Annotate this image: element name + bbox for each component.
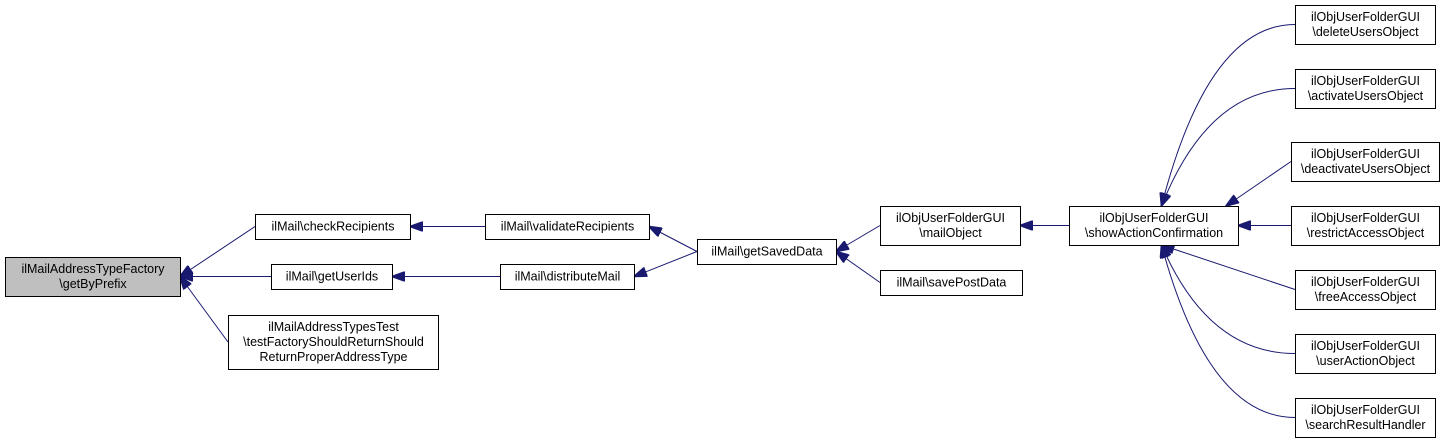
node-box-restrict-access-object [1291, 206, 1440, 246]
node-check-recipients[interactable]: ilMail\checkRecipients [255, 214, 411, 240]
node-box-save-post-data [880, 270, 1023, 296]
node-box-deactivate-users-object [1291, 142, 1440, 182]
edge-check-recipients-to-get-by-prefix [180, 226, 256, 277]
node-box-get-user-ids [271, 264, 393, 290]
node-get-by-prefix[interactable]: ilMailAddressTypeFactory\getByPrefix [5, 257, 181, 297]
edge-save-post-data-to-get-saved-data [836, 252, 881, 283]
node-box-get-saved-data [697, 239, 837, 265]
edge-activate-users-object-to-show-action-confirmation [1162, 88, 1296, 207]
node-test-factory[interactable]: ilMailAddressTypesTest\testFactoryShould… [228, 315, 439, 370]
node-box-free-access-object [1295, 270, 1436, 310]
node-label-distribute-mail-line-1: ilMail\distributeMail [515, 270, 621, 284]
edge-get-saved-data-to-distribute-mail [634, 251, 698, 277]
edge-deactivate-users-object-to-show-action-confirmation [1226, 161, 1292, 207]
node-distribute-mail[interactable]: ilMail\distributeMail [500, 264, 635, 290]
node-label-free-access-object-line-1: ilObjUserFolderGUI [1311, 275, 1420, 289]
node-box-activate-users-object [1295, 69, 1436, 109]
node-save-post-data[interactable]: ilMail\savePostData [880, 270, 1023, 296]
node-box-test-factory [228, 315, 439, 370]
node-label-delete-users-object-line-2: \deleteUsersObject [1312, 25, 1419, 39]
node-label-get-user-ids-line-1: ilMail\getUserIds [286, 270, 378, 284]
edge-free-access-object-to-show-action-confirmation [1162, 245, 1296, 290]
edge-get-saved-data-to-validate-recipients [649, 227, 698, 252]
node-label-mail-object-line-1: ilObjUserFolderGUI [896, 211, 1005, 225]
node-box-validate-recipients [485, 214, 650, 240]
edge-delete-users-object-to-show-action-confirmation [1162, 24, 1296, 207]
node-label-restrict-access-object-line-2: \restrictAccessObject [1307, 226, 1425, 240]
edge-test-factory-to-get-by-prefix [180, 277, 229, 343]
node-label-user-action-object-line-2: \userActionObject [1316, 354, 1415, 368]
node-validate-recipients[interactable]: ilMail\validateRecipients [485, 214, 650, 240]
node-label-free-access-object-line-2: \freeAccessObject [1315, 290, 1417, 304]
node-label-activate-users-object-line-2: \activateUsersObject [1308, 89, 1424, 103]
node-box-check-recipients [255, 214, 411, 240]
node-label-search-result-handler-line-1: ilObjUserFolderGUI [1311, 403, 1420, 417]
node-label-deactivate-users-object-line-1: ilObjUserFolderGUI [1311, 147, 1420, 161]
node-label-deactivate-users-object-line-2: \deactivateUsersObject [1301, 162, 1431, 176]
node-free-access-object[interactable]: ilObjUserFolderGUI\freeAccessObject [1295, 270, 1436, 310]
node-label-validate-recipients-line-1: ilMail\validateRecipients [501, 220, 634, 234]
node-label-show-action-confirmation-line-2: \showActionConfirmation [1085, 226, 1223, 240]
node-get-user-ids[interactable]: ilMail\getUserIds [271, 264, 393, 290]
node-box-search-result-handler [1295, 398, 1436, 438]
node-label-test-factory-line-3: ReturnProperAddressType [260, 350, 408, 364]
node-box-show-action-confirmation [1069, 206, 1239, 246]
node-box-user-action-object [1295, 334, 1436, 374]
edge-search-result-handler-to-show-action-confirmation [1162, 245, 1296, 418]
node-search-result-handler[interactable]: ilObjUserFolderGUI\searchResultHandler [1295, 398, 1436, 438]
node-label-get-by-prefix-line-1: ilMailAddressTypeFactory [21, 262, 165, 276]
node-show-action-confirmation[interactable]: ilObjUserFolderGUI\showActionConfirmatio… [1069, 206, 1239, 246]
edge-mail-object-to-get-saved-data [836, 225, 881, 252]
node-label-save-post-data-line-1: ilMail\savePostData [897, 276, 1007, 290]
node-label-test-factory-line-1: ilMailAddressTypesTest [268, 320, 399, 334]
node-label-user-action-object-line-1: ilObjUserFolderGUI [1311, 339, 1420, 353]
node-activate-users-object[interactable]: ilObjUserFolderGUI\activateUsersObject [1295, 69, 1436, 109]
node-box-distribute-mail [500, 264, 635, 290]
node-label-activate-users-object-line-1: ilObjUserFolderGUI [1311, 74, 1420, 88]
node-label-get-by-prefix-line-2: \getByPrefix [59, 277, 127, 291]
node-label-mail-object-line-2: \mailObject [919, 226, 982, 240]
node-box-delete-users-object [1295, 5, 1436, 45]
node-box-mail-object [880, 206, 1021, 246]
node-label-delete-users-object-line-1: ilObjUserFolderGUI [1311, 10, 1420, 24]
node-user-action-object[interactable]: ilObjUserFolderGUI\userActionObject [1295, 334, 1436, 374]
node-label-search-result-handler-line-2: \searchResultHandler [1305, 418, 1425, 432]
node-box-get-by-prefix [5, 257, 181, 297]
node-label-show-action-confirmation-line-1: ilObjUserFolderGUI [1099, 211, 1208, 225]
node-label-restrict-access-object-line-1: ilObjUserFolderGUI [1311, 211, 1420, 225]
node-mail-object[interactable]: ilObjUserFolderGUI\mailObject [880, 206, 1021, 246]
node-label-check-recipients-line-1: ilMail\checkRecipients [272, 220, 395, 234]
node-label-test-factory-line-2: \testFactoryShouldReturnShould [243, 335, 424, 349]
node-get-saved-data[interactable]: ilMail\getSavedData [697, 239, 837, 265]
edge-user-action-object-to-show-action-confirmation [1162, 245, 1296, 354]
node-restrict-access-object[interactable]: ilObjUserFolderGUI\restrictAccessObject [1291, 206, 1440, 246]
node-deactivate-users-object[interactable]: ilObjUserFolderGUI\deactivateUsersObject [1291, 142, 1440, 182]
node-label-get-saved-data-line-1: ilMail\getSavedData [711, 245, 822, 259]
node-delete-users-object[interactable]: ilObjUserFolderGUI\deleteUsersObject [1295, 5, 1436, 45]
